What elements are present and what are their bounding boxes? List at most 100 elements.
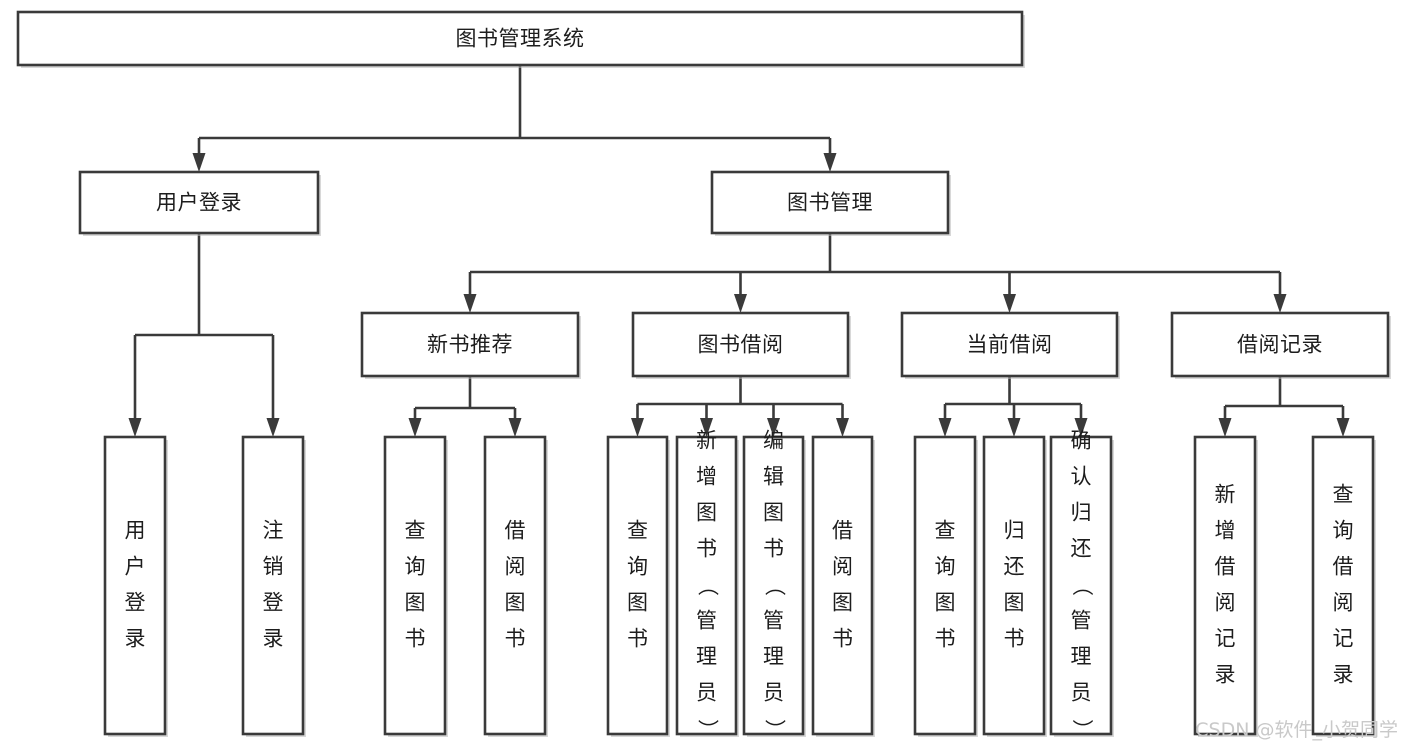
csdn-watermark: CSDN @软件_小贺同学 [1195,719,1398,741]
node-border [913,435,977,736]
node-label: 当前借阅 [967,333,1053,357]
connector-layer [128,65,1350,437]
node-label-char: （ [1070,575,1094,596]
node-label-char: 书 [1004,627,1025,651]
node-label-char: 理 [696,645,717,669]
node-label-char: 询 [627,555,648,579]
node-label-char: 查 [405,519,426,543]
node-label-char: 登 [263,591,284,615]
node-border [606,435,669,736]
connector-root-to-level2 [192,65,837,172]
node-current-borrow[interactable]: 当前借阅 [900,311,1120,379]
node-label-char: 管 [763,609,784,633]
node-label-char: 确 [1071,429,1092,453]
node-label: 图书管理 [787,191,873,215]
connector-user-login-to-leaves [128,233,280,437]
node-border [483,435,547,736]
node-label: 图书借阅 [698,333,784,357]
node-border [383,435,447,736]
node-label-char: （ [696,575,720,596]
node-label-char: 询 [935,555,956,579]
connector-new-book-recommend-to-leaves [408,376,522,437]
connector-book-management-to-level3 [463,233,1287,313]
node-label-char: 户 [125,555,146,579]
node-label-char: 书 [627,627,648,651]
node-label-char: 管 [1071,609,1092,633]
node-leaf-user-login[interactable]: 用户登录 [103,435,168,737]
node-label-char: 编 [763,429,784,453]
node-border [675,435,738,736]
node-label-char: 借 [1333,555,1354,579]
node-label: 图书管理系统 [456,27,585,51]
node-label-char: 书 [832,627,853,651]
node-label-char: 新 [1215,483,1236,507]
node-label-char: 借 [505,519,526,543]
node-label-char: 图 [405,591,426,615]
node-label-char: 员 [1071,681,1092,705]
node-label-char: 图 [1004,591,1025,615]
node-border [900,311,1119,378]
node-borrow-record[interactable]: 借阅记录 [1170,311,1391,379]
node-label-char: 查 [1333,483,1354,507]
node-label-char: 阅 [505,555,526,579]
node-label-char: 新 [696,429,717,453]
node-border [631,311,850,378]
node-label: 借阅记录 [1237,333,1323,357]
node-label-char: 阅 [1333,591,1354,615]
connector-current-borrow-to-leaves [938,376,1088,437]
node-label-char: ） [696,719,720,740]
node-label-char: 归 [1004,519,1025,543]
node-border [16,10,1024,67]
node-label-char: 员 [763,681,784,705]
node-border [1193,435,1257,736]
node-root[interactable]: 图书管理系统 [16,10,1025,68]
node-label-char: 图 [696,501,717,525]
node-label-char: 管 [696,609,717,633]
node-border [241,435,305,736]
node-book-borrow[interactable]: 图书借阅 [631,311,851,379]
node-label-char: 图 [763,501,784,525]
node-book-management[interactable]: 图书管理 [710,170,951,236]
node-border [710,170,950,235]
node-label-char: 借 [1215,555,1236,579]
node-label-char: 查 [935,519,956,543]
node-label-char: 员 [696,681,717,705]
node-label-char: 增 [696,465,717,489]
node-label-char: 图 [627,591,648,615]
node-label-char: 记 [1333,627,1354,651]
node-border [1170,311,1390,378]
node-label-char: 还 [1071,537,1092,561]
node-label-char: 理 [763,645,784,669]
node-label-char: 书 [505,627,526,651]
node-label-char: 查 [627,519,648,543]
node-label-char: 录 [263,627,284,651]
node-label-char: 还 [1004,555,1025,579]
node-border [811,435,874,736]
node-label-char: 询 [405,555,426,579]
node-border [1311,435,1375,736]
node-label-char: 阅 [832,555,853,579]
node-border [103,435,167,736]
node-user-login[interactable]: 用户登录 [78,170,321,236]
node-label: 用户登录 [156,191,242,215]
node-label-char: 借 [832,519,853,543]
node-new-book-recommend[interactable]: 新书推荐 [360,311,581,379]
connector-book-borrow-to-leaves [631,376,849,437]
node-label-char: 录 [125,627,146,651]
node-label-char: 书 [935,627,956,651]
node-label-char: 图 [935,591,956,615]
